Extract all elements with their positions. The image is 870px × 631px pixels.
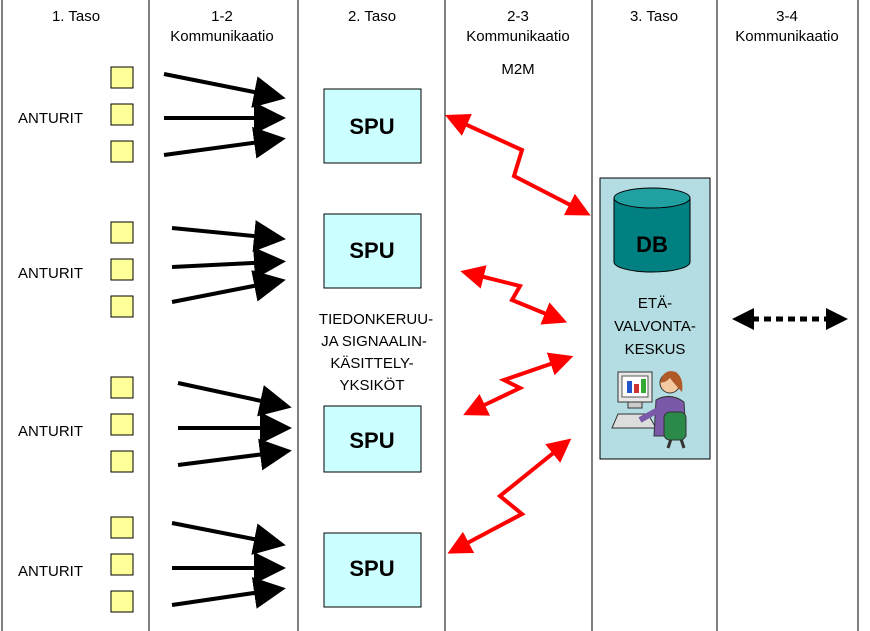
sensor-group-label: ANTURIT xyxy=(18,110,83,127)
red-zigzag-arrow xyxy=(463,352,574,416)
header-comm-3-4-label: Kommunikaatio xyxy=(735,28,838,45)
header-comm-1-2-label: Kommunikaatio xyxy=(170,28,273,45)
spu-label: SPU xyxy=(349,238,394,263)
monitoring-center: DB ETÄ- VALVONTA- KESKUS xyxy=(599,177,711,460)
arrow-head-right xyxy=(826,308,848,330)
black-arrow xyxy=(171,521,286,555)
sensor-box xyxy=(110,103,134,126)
header-m2m: M2M xyxy=(501,61,534,78)
sensor-group-1: ANTURIT xyxy=(18,66,134,163)
sensor-box xyxy=(110,258,134,281)
sensor-box xyxy=(110,516,134,539)
center-label-line: ETÄ- xyxy=(638,295,672,312)
black-arrow xyxy=(163,72,286,108)
sensor-box xyxy=(110,450,134,473)
db-label: DB xyxy=(636,232,668,257)
sensor-group-label: ANTURIT xyxy=(18,423,83,440)
black-arrow xyxy=(177,381,292,417)
spu-label: SPU xyxy=(349,114,394,139)
sensor-group-4: ANTURIT xyxy=(18,516,134,613)
header-level-1: 1. Taso xyxy=(52,8,100,25)
header-level-2: 2. Taso xyxy=(348,8,396,25)
sensor-group-label: ANTURIT xyxy=(18,563,83,580)
spu-caption-line: YKSIKÖT xyxy=(339,376,404,394)
spu-caption-line: KÄSITTELY- xyxy=(330,355,413,372)
black-arrow xyxy=(171,577,286,609)
level-3-4-link xyxy=(732,308,848,330)
spu-unit-4: SPU xyxy=(323,532,422,608)
arrow-head-left xyxy=(732,308,754,330)
black-arrow xyxy=(171,220,286,252)
sensor-box xyxy=(110,140,134,163)
spu-label: SPU xyxy=(349,556,394,581)
operator-computer-icon xyxy=(611,371,687,449)
black-arrow xyxy=(171,246,286,279)
m2m-arrows xyxy=(445,114,591,554)
spu-caption-line: JA SIGNAALIN- xyxy=(321,333,427,350)
header-level-3: 3. Taso xyxy=(630,8,678,25)
center-label-line: VALVONTA- xyxy=(614,318,696,335)
sensor-group-label: ANTURIT xyxy=(18,265,83,282)
header-comm-1-2-number: 1-2 xyxy=(211,8,233,25)
sensor-box xyxy=(110,221,134,244)
sensor-box xyxy=(110,590,134,613)
sensor-box xyxy=(110,295,134,318)
spu-caption: TIEDONKERUU- JA SIGNAALIN- KÄSITTELY- YK… xyxy=(319,311,433,394)
sensor-box xyxy=(110,376,134,399)
spu-label: SPU xyxy=(349,428,394,453)
red-zigzag-arrow xyxy=(447,438,572,554)
sensor-group-2: ANTURIT xyxy=(18,221,134,318)
column-headers: 1. Taso 1-2 Kommunikaatio 2. Taso 2-3 Ko… xyxy=(52,8,839,78)
red-zigzag-arrow xyxy=(460,265,568,325)
red-zigzag-arrow xyxy=(445,114,591,216)
sensor-box xyxy=(110,413,134,436)
center-label-line: KESKUS xyxy=(625,341,686,358)
spu-unit-2: SPU xyxy=(323,213,422,289)
spu-caption-line: TIEDONKERUU- xyxy=(319,311,433,328)
sensor-box xyxy=(110,66,134,89)
header-comm-2-3-label: Kommunikaatio xyxy=(466,28,569,45)
sensor-group-3: ANTURIT xyxy=(18,376,134,473)
sensor-box xyxy=(110,553,134,576)
black-arrow xyxy=(171,270,286,304)
spu-unit-1: SPU xyxy=(323,88,422,164)
sensor-to-spu-arrows xyxy=(163,72,292,609)
header-comm-2-3-number: 2-3 xyxy=(507,8,529,25)
database-icon: DB xyxy=(613,187,691,273)
black-arrow xyxy=(177,438,292,471)
black-arrow xyxy=(163,126,286,159)
header-comm-3-4-number: 3-4 xyxy=(776,8,798,25)
spu-unit-3: SPU xyxy=(323,405,422,473)
